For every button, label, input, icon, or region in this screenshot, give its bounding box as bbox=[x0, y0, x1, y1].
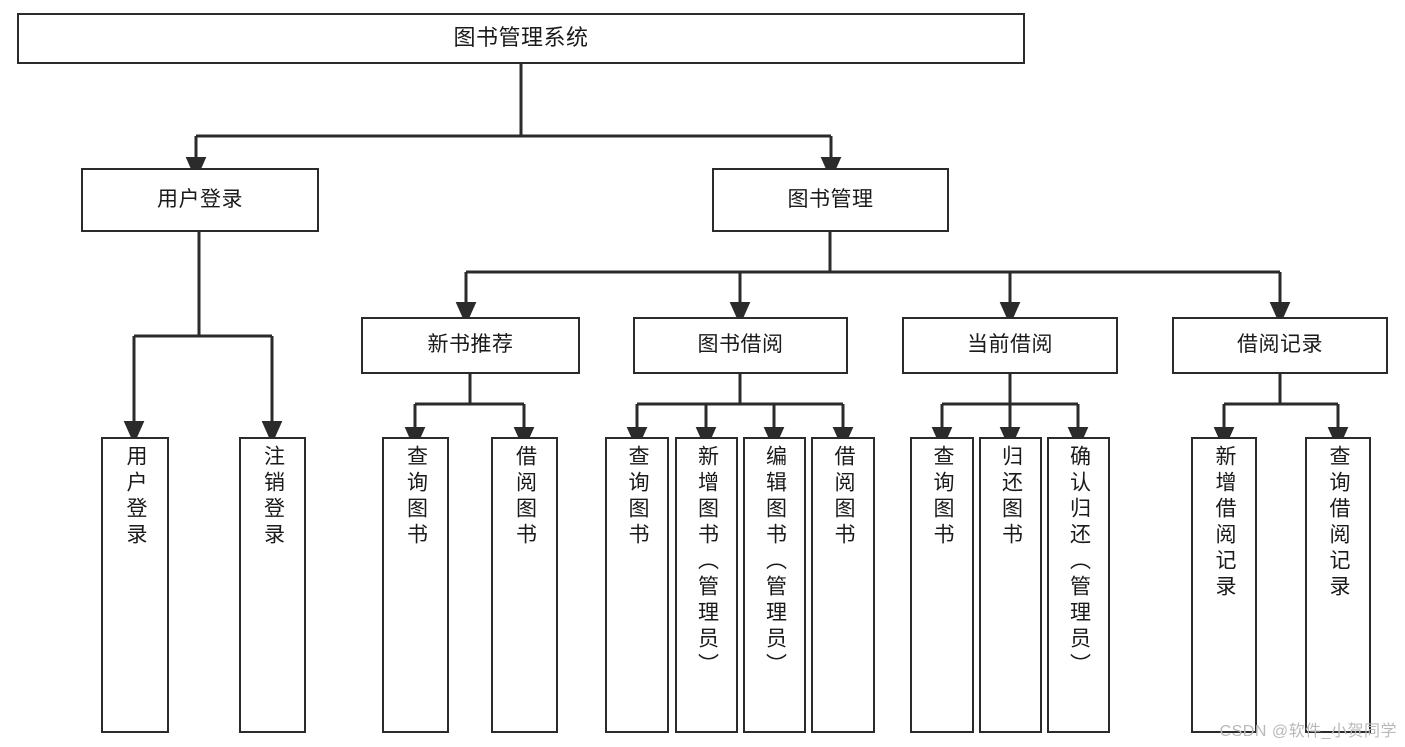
node-leaf-user-logout-label: 注销登录 bbox=[261, 445, 285, 549]
node-leaf-query-book-3-label: 查询图书 bbox=[931, 445, 955, 549]
node-leaf-borrow-book-2[interactable]: 借阅图书 bbox=[811, 437, 875, 733]
node-new-book-recommend-label: 新书推荐 bbox=[427, 333, 514, 357]
node-user-login[interactable]: 用户登录 bbox=[81, 168, 319, 232]
node-leaf-user-logout[interactable]: 注销登录 bbox=[239, 437, 306, 733]
node-book-manage-label: 图书管理 bbox=[787, 187, 874, 211]
node-leaf-query-book-1[interactable]: 查询图书 bbox=[382, 437, 449, 733]
node-leaf-add-record-label: 新增借阅记录 bbox=[1213, 445, 1237, 601]
node-leaf-confirm-return-label: 确认归还（管理员） bbox=[1067, 445, 1091, 679]
node-leaf-return-book[interactable]: 归还图书 bbox=[979, 437, 1042, 733]
node-current-borrow-label: 当前借阅 bbox=[967, 333, 1053, 357]
node-leaf-user-login[interactable]: 用户登录 bbox=[101, 437, 169, 733]
node-leaf-return-book-label: 归还图书 bbox=[999, 445, 1023, 549]
csdn-watermark: CSDN @软件_小贺同学 bbox=[1219, 723, 1397, 740]
node-leaf-borrow-book-1-label: 借阅图书 bbox=[513, 445, 537, 549]
node-leaf-user-login-label: 用户登录 bbox=[124, 445, 148, 549]
node-leaf-borrow-book-1[interactable]: 借阅图书 bbox=[491, 437, 558, 733]
node-root-label: 图书管理系统 bbox=[453, 25, 589, 51]
node-current-borrow[interactable]: 当前借阅 bbox=[902, 317, 1118, 374]
node-borrow-record[interactable]: 借阅记录 bbox=[1172, 317, 1388, 374]
node-leaf-confirm-return[interactable]: 确认归还（管理员） bbox=[1047, 437, 1110, 733]
node-new-book-recommend[interactable]: 新书推荐 bbox=[361, 317, 580, 374]
node-leaf-query-book-3[interactable]: 查询图书 bbox=[910, 437, 974, 733]
node-user-login-label: 用户登录 bbox=[157, 187, 243, 211]
node-leaf-add-book-label: 新增图书（管理员） bbox=[695, 445, 719, 679]
node-leaf-edit-book[interactable]: 编辑图书（管理员） bbox=[743, 437, 806, 733]
node-leaf-query-record-label: 查询借阅记录 bbox=[1327, 445, 1351, 601]
node-leaf-query-record[interactable]: 查询借阅记录 bbox=[1305, 437, 1371, 733]
node-leaf-add-book[interactable]: 新增图书（管理员） bbox=[675, 437, 738, 733]
node-leaf-add-record[interactable]: 新增借阅记录 bbox=[1191, 437, 1257, 733]
node-leaf-borrow-book-2-label: 借阅图书 bbox=[832, 445, 856, 549]
node-book-manage[interactable]: 图书管理 bbox=[712, 168, 949, 232]
node-leaf-edit-book-label: 编辑图书（管理员） bbox=[763, 445, 787, 679]
node-root[interactable]: 图书管理系统 bbox=[17, 13, 1025, 64]
node-borrow-record-label: 借阅记录 bbox=[1237, 333, 1323, 357]
node-leaf-query-book-2[interactable]: 查询图书 bbox=[605, 437, 669, 733]
node-leaf-query-book-1-label: 查询图书 bbox=[404, 445, 428, 549]
node-book-borrow[interactable]: 图书借阅 bbox=[633, 317, 848, 374]
node-leaf-query-book-2-label: 查询图书 bbox=[626, 445, 650, 549]
node-book-borrow-label: 图书借阅 bbox=[697, 333, 784, 357]
